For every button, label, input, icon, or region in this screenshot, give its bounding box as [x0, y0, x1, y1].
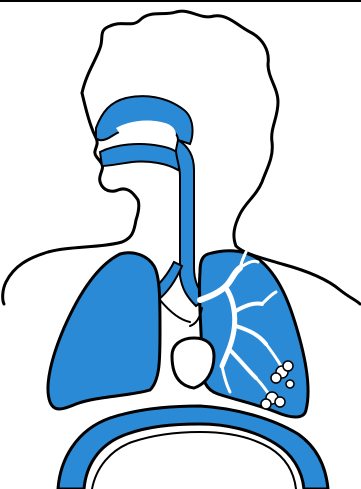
left-lung [48, 253, 160, 409]
oral-cavity [100, 144, 182, 170]
mediastinum-line-left [160, 300, 190, 322]
diaphragm-inner-line [92, 432, 296, 489]
diaphragm [58, 406, 328, 489]
nasal-cavity [96, 96, 192, 144]
